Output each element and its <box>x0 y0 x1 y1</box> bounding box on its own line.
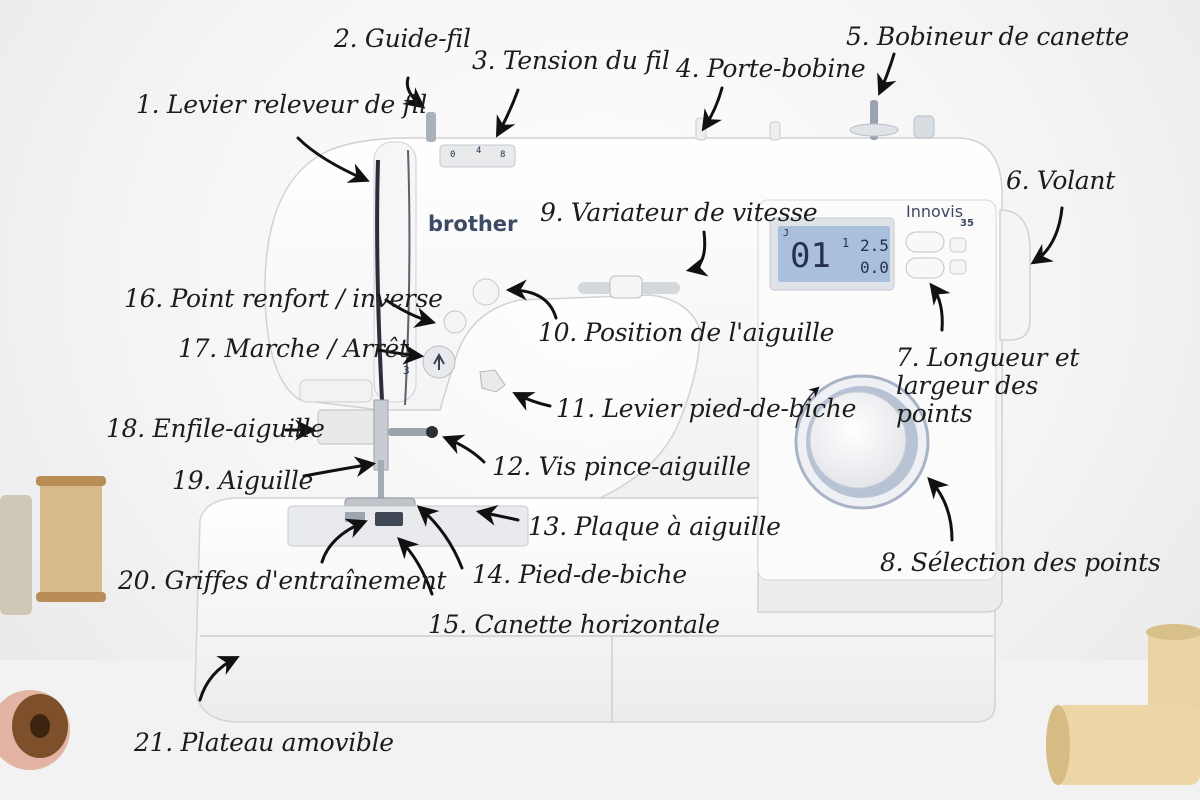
arrow-16 <box>384 298 437 328</box>
tension-high: 8 <box>500 150 506 160</box>
brand-logo: brother <box>428 212 518 236</box>
arrow-11 <box>512 392 552 411</box>
arrow-1 <box>296 136 370 183</box>
label-stitch-selection: 8. Sélection des points <box>880 548 1161 577</box>
stitch-dial <box>794 374 930 510</box>
label-start-stop-button: 17. Marche / Arrêt <box>178 334 409 363</box>
top-accessories <box>426 100 935 142</box>
lcd-pattern: 01 <box>790 236 831 276</box>
label-reverse-button: 16. Point renfort / inverse <box>124 284 443 313</box>
arrow-7 <box>929 282 951 332</box>
arrow-12 <box>442 434 486 464</box>
handwheel <box>999 209 1031 341</box>
arrow-15 <box>397 537 434 596</box>
lcd-small-digit: 1 <box>842 236 850 250</box>
arrow-2 <box>402 76 426 109</box>
label-needle-position: 10. Position de l'aiguille <box>538 318 835 347</box>
label-thread-guide: 2. Guide-fil <box>334 24 471 53</box>
label-needle-plate: 13. Plaque à aiguille <box>528 512 781 541</box>
arm-buttons <box>422 278 500 379</box>
arrow-17 <box>376 343 425 365</box>
arrow-13 <box>475 504 520 526</box>
arrow-20 <box>320 518 368 564</box>
arrow-8 <box>927 476 954 542</box>
label-drop-in-bobbin: 15. Canette horizontale <box>428 610 720 639</box>
lcd-stitch-width: 0.0 <box>860 258 889 277</box>
model-name: Innovis <box>906 202 964 221</box>
model-number: 35 <box>960 218 974 229</box>
label-handwheel: 6. Volant <box>1006 166 1115 195</box>
presser-foot-lever <box>479 369 506 393</box>
label-presser-foot-lever: 11. Levier pied-de-biche <box>556 394 857 423</box>
arrow-14 <box>416 505 464 570</box>
label-thread-tension: 3. Tension du fil <box>472 46 670 75</box>
label-bobbin-winder: 5. Bobineur de canette <box>846 22 1129 51</box>
label-needle-clamp-screw: 12. Vis pince-aiguille <box>492 452 751 481</box>
label-needle-threader: 18. Enfile-aiguille <box>106 414 325 443</box>
lcd-stitch-length: 2.5 <box>860 236 889 255</box>
arrow-19 <box>302 456 377 478</box>
label-stitch-length-width: 7. Longueur et largeur des points <box>896 343 1080 428</box>
speed-slider <box>578 275 680 299</box>
dial-rotation-arrow <box>795 386 820 429</box>
tension-dial <box>439 144 516 168</box>
label-spool-pin: 4. Porte-bobine <box>676 54 866 83</box>
arrow-10 <box>505 279 558 320</box>
lcd-screen <box>778 226 890 282</box>
tension-low: 0 <box>450 150 456 160</box>
tension-mid: 4 <box>476 146 482 156</box>
label-removable-bed: 21. Plateau amovible <box>134 728 394 757</box>
thread-spools-left <box>0 476 106 770</box>
arrow-6 <box>1030 206 1064 265</box>
needle-plate <box>287 505 529 547</box>
needle-scale-mark: 3 <box>403 364 410 377</box>
lcd-mode: J <box>783 228 790 239</box>
arrow-9 <box>685 230 709 277</box>
arrow-5 <box>877 52 897 96</box>
label-needle: 19. Aiguille <box>172 466 314 495</box>
thread-path-panel <box>373 141 417 403</box>
arrow-4 <box>701 86 724 132</box>
thread-spools-right <box>1046 624 1200 785</box>
label-speed-control: 9. Variateur de vitesse <box>540 198 818 227</box>
arrow-21 <box>198 656 240 702</box>
arrow-3 <box>495 88 520 138</box>
callout-arrows <box>198 52 1064 702</box>
label-feed-dogs: 20. Griffes d'entraînement <box>118 566 447 595</box>
label-presser-foot: 14. Pied-de-biche <box>472 560 687 589</box>
label-thread-take-up-lever: 1. Levier releveur de fil <box>136 90 427 119</box>
